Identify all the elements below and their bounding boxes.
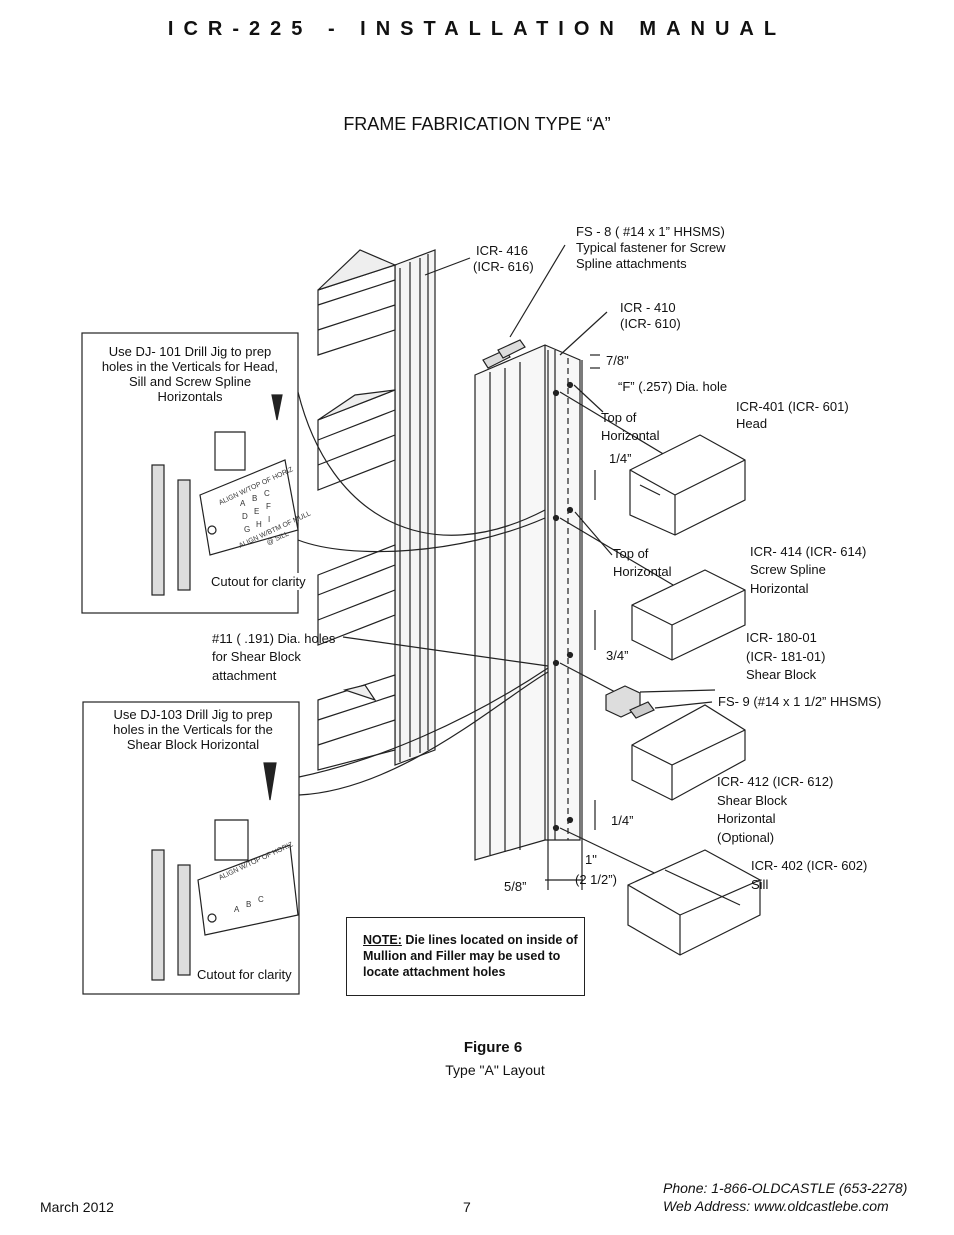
callout-box-dj101 bbox=[81, 332, 299, 614]
note-text: NOTE: Die lines located on inside of Mul… bbox=[363, 932, 584, 980]
leader-fs8 bbox=[509, 244, 566, 338]
label-shearblock-2: (ICR- 181-01) bbox=[746, 649, 826, 664]
shear-block bbox=[605, 685, 655, 719]
label-sbh-4: (Optional) bbox=[717, 830, 775, 845]
note-box: NOTE: Die lines located on inside of Mul… bbox=[346, 917, 585, 996]
leader-top-horiz-1 bbox=[573, 384, 604, 413]
dim-1-4-b: 1/4” bbox=[611, 813, 634, 828]
note-body: Die lines located on inside of Mullion a… bbox=[363, 933, 578, 979]
leader-icr410 bbox=[559, 311, 608, 356]
dim-1: 1" bbox=[585, 852, 597, 867]
label-fs9: FS- 9 (#14 x 1 1/2” HHSMS) bbox=[718, 694, 882, 709]
label-icr610: (ICR- 610) bbox=[620, 316, 681, 331]
left-horizontal-2 bbox=[317, 389, 396, 491]
dim-2-1-2: (2 1/2”) bbox=[575, 872, 617, 887]
dim-1-4-a: 1/4” bbox=[609, 451, 632, 466]
label-sbh-3: Horizontal bbox=[717, 811, 776, 826]
label-sill-2: Sill bbox=[751, 877, 769, 892]
label-sbh-2: Shear Block bbox=[717, 793, 788, 808]
label-top-horiz-2b: Horizontal bbox=[613, 564, 672, 579]
label-screw-2: Screw Spline bbox=[750, 562, 826, 577]
jig-letter: G bbox=[244, 525, 250, 534]
shear-block-horizontal bbox=[631, 704, 746, 801]
left-horizontal-1 bbox=[317, 249, 397, 356]
label-top-horiz-1a: Top of bbox=[601, 410, 637, 425]
callout-box-dj103 bbox=[82, 701, 300, 995]
sill-horizontal bbox=[627, 849, 761, 956]
dim-3-4: 3/4” bbox=[606, 648, 629, 663]
label-hole11-3: attachment bbox=[212, 668, 277, 683]
footer-web: Web Address: www.oldcastlebe.com bbox=[663, 1198, 889, 1214]
left-horizontal-3 bbox=[317, 544, 396, 646]
leader-top-horiz-2 bbox=[574, 511, 613, 556]
leader-fs9 bbox=[654, 701, 713, 709]
head-horizontal bbox=[629, 434, 746, 536]
label-screw-3: Horizontal bbox=[750, 581, 809, 596]
label-top-horiz-1b: Horizontal bbox=[601, 428, 660, 443]
footer-date: March 2012 bbox=[40, 1199, 114, 1215]
jig-letter: D bbox=[242, 512, 248, 521]
label-icr616: (ICR- 616) bbox=[473, 259, 534, 274]
footer-contact: Phone: 1-866-OLDCASTLE (653-2278) Web Ad… bbox=[663, 1179, 907, 1215]
label-top-horiz-2a: Top of bbox=[613, 546, 649, 561]
figure-title: Figure 6 bbox=[463, 1039, 523, 1056]
footer-page-number: 7 bbox=[463, 1199, 471, 1215]
jig-letter: E bbox=[254, 507, 259, 516]
label-screw-1: ICR- 414 (ICR- 614) bbox=[750, 544, 867, 559]
section-title: FRAME FABRICATION TYPE “A” bbox=[343, 114, 611, 134]
leader-hole11 bbox=[342, 636, 549, 667]
label-fs8-line2: Typical fastener for Screw bbox=[576, 240, 726, 255]
callout-arc-mid bbox=[297, 517, 546, 553]
jig-letter: C bbox=[264, 489, 270, 498]
jig-letter: A bbox=[240, 499, 246, 508]
manual-header-title: ICR-225 - INSTALLATION MANUAL bbox=[167, 18, 787, 40]
label-f-hole: “F” (.257) Dia. hole bbox=[618, 379, 728, 394]
figure-subtitle: Type "A" Layout bbox=[445, 1062, 545, 1078]
label-sill-1: ICR- 402 (ICR- 602) bbox=[751, 858, 868, 873]
label-fs8-line1: FS - 8 ( #14 x 1” HHSMS) bbox=[576, 224, 725, 239]
footer-phone: Phone: 1-866-OLDCASTLE (653-2278) bbox=[663, 1180, 908, 1196]
jig2-letters: ABC bbox=[234, 895, 264, 914]
label-head-1: ICR-401 (ICR- 601) bbox=[736, 399, 849, 414]
jig-letter: H bbox=[256, 520, 262, 529]
jig-letter: A bbox=[234, 905, 240, 914]
dim-5-8: 5/8” bbox=[504, 879, 527, 894]
label-shearblock-1: ICR- 180-01 bbox=[746, 630, 817, 645]
jig-letter: B bbox=[252, 494, 257, 503]
center-mullion bbox=[474, 339, 583, 890]
callout-dj101-text: Use DJ- 101 Drill Jig to prep holes in t… bbox=[101, 344, 279, 404]
label-sbh-1: ICR- 412 (ICR- 612) bbox=[717, 774, 834, 789]
screw-spline-horizontal bbox=[631, 569, 746, 661]
callout-arc-bottom-a bbox=[298, 667, 549, 778]
leader-icr416 bbox=[424, 257, 471, 276]
note-label: NOTE: bbox=[363, 933, 402, 947]
jig-letter: B bbox=[246, 900, 251, 909]
cutout-label-2: Cutout for clarity bbox=[197, 966, 292, 983]
left-horizontal-4 bbox=[317, 674, 396, 771]
drill-jig-103 bbox=[151, 762, 299, 981]
label-fs8-line3: Spline attachments bbox=[576, 256, 687, 271]
left-mullion-assembly bbox=[317, 249, 436, 771]
drill-jig-101 bbox=[151, 394, 299, 596]
jig1-letters: ABC DEF GHI bbox=[240, 489, 271, 534]
label-hole11-1: #11 ( .191) Dia. holes bbox=[212, 631, 336, 646]
guide-screw bbox=[559, 517, 691, 596]
callout-arc-bottom-b bbox=[298, 671, 549, 796]
callout-arc-top bbox=[297, 391, 546, 536]
label-head-2: Head bbox=[736, 416, 768, 431]
jig-letter: I bbox=[268, 515, 270, 524]
cutout-label-1: Cutout for clarity bbox=[211, 573, 306, 590]
jig-letter: C bbox=[258, 895, 264, 904]
callout-dj103-text: Use DJ-103 Drill Jig to prep holes in th… bbox=[113, 707, 273, 752]
dim-7-8: 7/8" bbox=[606, 353, 629, 368]
label-hole11-2: for Shear Block bbox=[212, 649, 301, 664]
label-shearblock-3: Shear Block bbox=[746, 667, 817, 682]
label-icr410: ICR - 410 bbox=[620, 300, 676, 315]
leader-shearblock bbox=[639, 689, 716, 693]
jig-letter: F bbox=[266, 502, 271, 511]
label-icr416: ICR- 416 bbox=[476, 243, 529, 258]
